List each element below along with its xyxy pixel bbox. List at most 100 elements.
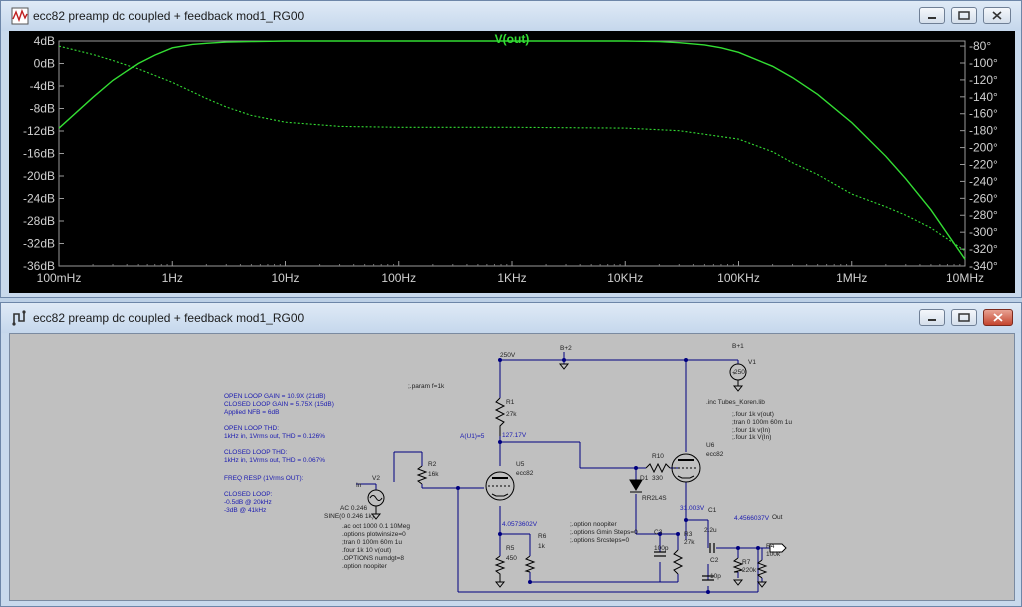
resistors: [416, 397, 768, 582]
y-right-tick-label: -100°: [969, 56, 998, 70]
close-icon: [993, 313, 1003, 322]
label-u5: U5: [516, 461, 525, 468]
schematic-close-button[interactable]: [983, 309, 1013, 326]
x-tick-label: 10KHz: [607, 271, 643, 285]
y-left-tick-label: -8dB: [30, 102, 55, 116]
label-r7: R7: [742, 559, 751, 566]
label-4v: 4.0573602V: [502, 521, 538, 528]
directive-line: .ac oct 1000 0.1 10Meg: [342, 523, 410, 530]
plot-window-titlebar[interactable]: ecc82 preamp dc coupled + feedback mod1_…: [1, 1, 1021, 31]
schematic-canvas[interactable]: +: [9, 333, 1015, 601]
y-left-tick-label: -12dB: [23, 124, 55, 138]
label-r2-value: 16k: [428, 471, 439, 478]
note-line: OPEN LOOP THD:: [224, 425, 279, 432]
note-line: FREQ RESP (1Vrms OUT):: [224, 475, 304, 482]
note-line: CLOSED LOOP GAIN = 5.75X (15dB): [224, 401, 334, 408]
note-line: -3dB @ 41kHz: [224, 507, 266, 514]
label-r1-value: 27k: [506, 411, 517, 418]
note-line: 1kHz in, 1Vrms out, THD = 0.126%: [224, 433, 325, 440]
junction-dots: [456, 358, 760, 594]
diode-d1: [629, 479, 643, 493]
y-left-tick-label: 4dB: [34, 34, 55, 48]
restore-icon: [958, 11, 970, 20]
schematic-window: ecc82 preamp dc coupled + feedback mod1_…: [0, 302, 1022, 607]
grounds: [370, 363, 768, 588]
schematic-restore-button[interactable]: [951, 309, 977, 326]
x-tick-label: 10Hz: [271, 271, 299, 285]
label-r1: R1: [506, 399, 515, 406]
directive-line: .options plotwinsize=0: [342, 531, 406, 538]
label-v2-sine: SINE(0 0.246 1k): [324, 513, 374, 520]
y-right-tick-label: -200°: [969, 141, 998, 155]
minimize-button[interactable]: [919, 7, 945, 24]
schematic-window-title: ecc82 preamp dc coupled + feedback mod1_…: [33, 311, 305, 325]
y-right-tick-label: -180°: [969, 124, 998, 138]
plot-window-title: ecc82 preamp dc coupled + feedback mod1_…: [33, 9, 305, 23]
minimize-icon: [928, 17, 936, 19]
directive-line: ;.four 1k V(In): [732, 434, 771, 441]
label-d1: D1: [640, 475, 649, 482]
label-r6-value: 1k: [538, 543, 546, 550]
capacitors: [654, 543, 715, 581]
x-tick-label: 1MHz: [836, 271, 867, 285]
y-right-tick-label: -280°: [969, 208, 998, 222]
spice-directives: .ac oct 1000 0.1 10Meg .options plotwins…: [342, 399, 792, 570]
label-bplus2: B+2: [560, 345, 572, 352]
y-left-tick-label: -20dB: [23, 169, 55, 183]
param-directive: ;.param f=1k: [408, 383, 445, 390]
x-tick-label: 10MHz: [946, 271, 984, 285]
schematic-icon: [12, 310, 26, 326]
label-r3: R3: [684, 531, 693, 538]
y-right-tick-label: -320°: [969, 242, 998, 256]
label-c1: C1: [708, 507, 717, 514]
bode-plot[interactable]: V(out) 4dB 0dB -4dB -8dB -12dB -16dB -20dB -24dB…: [9, 31, 1015, 293]
x-tick-label: 100mHz: [37, 271, 82, 285]
label-r4-value: 100k: [766, 551, 781, 558]
close-button[interactable]: [983, 7, 1011, 24]
circuit-diagram[interactable]: +: [10, 334, 1015, 601]
y-left-tick-label: 0dB: [34, 57, 55, 71]
chart-title: V(out): [495, 32, 530, 46]
plot-pane[interactable]: V(out) 4dB 0dB -4dB -8dB -12dB -16dB -20dB -24dB…: [9, 31, 1015, 293]
label-in: In: [356, 482, 362, 489]
note-line: CLOSED LOOP:: [224, 491, 273, 498]
y-left-tick-label: -4dB: [30, 79, 55, 93]
restore-icon: [958, 313, 970, 322]
label-v2-ac: AC 0.246: [340, 505, 367, 512]
magnitude-series-line: [58, 40, 966, 260]
waveform-icon: [11, 7, 29, 25]
x-tick-label: 100Hz: [381, 271, 416, 285]
y-right-tick-label: -140°: [969, 90, 998, 104]
restore-button[interactable]: [951, 7, 977, 24]
note-line: -0.5dB @ 20kHz: [224, 499, 272, 506]
y-left-tick-label: -24dB: [23, 192, 55, 206]
label-c2: C2: [710, 557, 719, 564]
y-right-tick-label: -120°: [969, 73, 998, 87]
label-r4: R4: [766, 543, 775, 550]
label-r2: R2: [428, 461, 437, 468]
label-r6: R6: [538, 533, 547, 540]
directive-line: .four 1k 10 v(out): [342, 547, 391, 554]
note-line: 1kHz in, 1Vrms out, THD = 0.067%: [224, 457, 325, 464]
analysis-notes: OPEN LOOP GAIN = 10.9X (21dB) CLOSED LOO…: [224, 393, 334, 514]
schematic-minimize-button[interactable]: [919, 309, 945, 326]
label-r7-value: 220k: [742, 567, 757, 574]
note-line: CLOSED LOOP THD:: [224, 449, 288, 456]
label-127v: 127.17V: [502, 432, 527, 439]
label-v1: V1: [748, 359, 756, 366]
phase-series-line: [58, 45, 966, 252]
directive-line: .option noopiter: [342, 563, 388, 570]
label-out: Out: [772, 514, 783, 521]
label-c1-value: 2.2u: [704, 527, 717, 534]
label-vout: 4.4566037V: [734, 515, 770, 522]
y-right-tick-label: -80°: [969, 39, 991, 53]
directive-line: ;.options Gmin Steps=0: [570, 529, 638, 536]
output-flag: [769, 543, 787, 553]
y-left-tick-label: -16dB: [23, 147, 55, 161]
component-labels: 250V B+2 B+1 V1 250 ;.param f=1k R1 27k …: [324, 343, 783, 580]
schematic-window-titlebar[interactable]: ecc82 preamp dc coupled + feedback mod1_…: [1, 303, 1021, 333]
label-r5-value: 450: [506, 555, 517, 562]
directive-line: .inc Tubes_Koren.lib: [706, 399, 765, 406]
source-v2: [367, 489, 385, 514]
directive-line: ;.option noopiter: [570, 521, 617, 528]
